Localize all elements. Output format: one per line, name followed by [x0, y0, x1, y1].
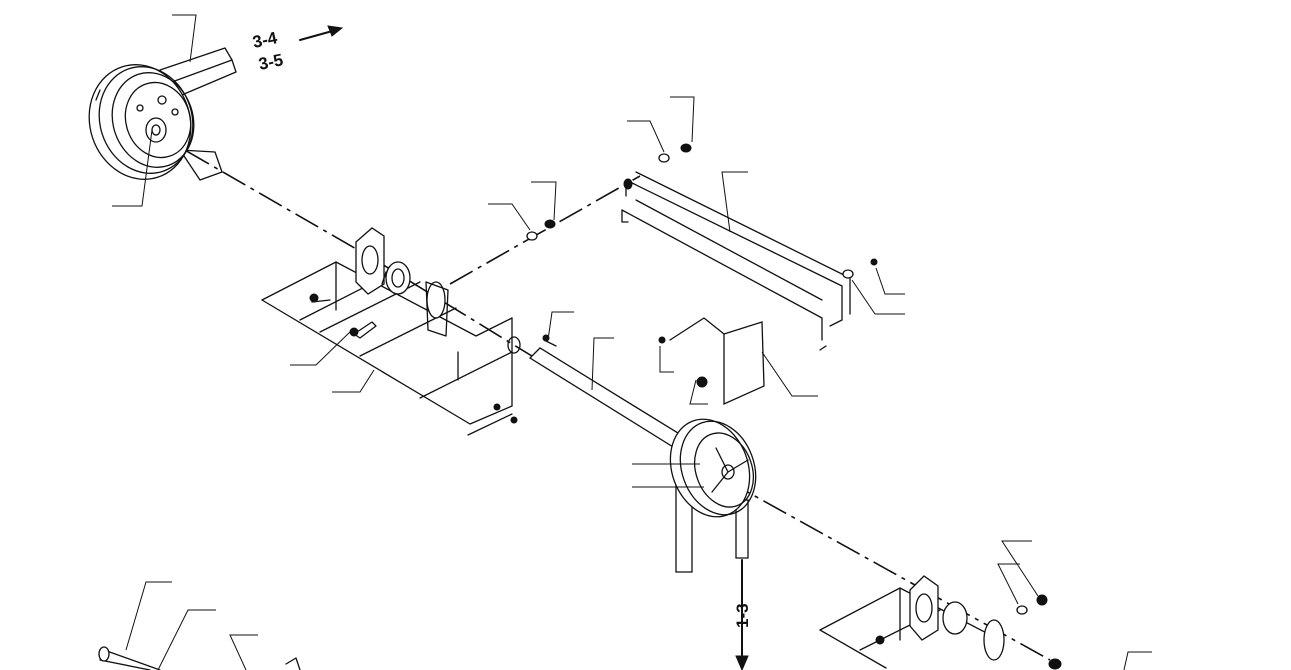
- idler-pulley-upper-left: [88, 47, 237, 181]
- right-mounting-plate: [819, 575, 1062, 670]
- leader-lines: [112, 14, 1152, 670]
- reference-arrow-lower: [735, 559, 749, 670]
- jack-shaft: [528, 334, 687, 451]
- left-mounting-plate: [261, 261, 513, 436]
- reference-label-3-5: 3-5: [257, 50, 285, 74]
- reference-label-1-3: 1-3: [733, 603, 752, 628]
- left-hardware: [309, 219, 556, 424]
- bottom-left-hardware: [98, 646, 301, 670]
- reference-label-3-4: 3-4: [251, 28, 280, 52]
- upper-bracket: [621, 143, 878, 351]
- left-bearing-flange: [355, 227, 449, 337]
- reference-arrow-upper: [299, 25, 344, 41]
- shield-plate: [658, 317, 765, 406]
